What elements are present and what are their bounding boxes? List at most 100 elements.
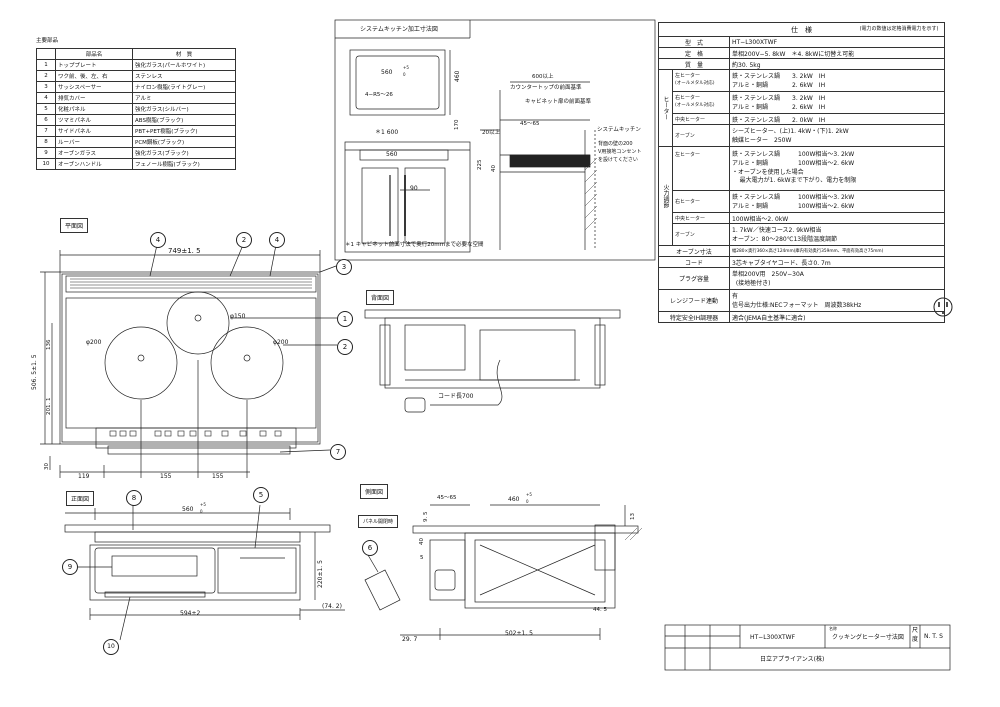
spec-center-heater: 鉄・ステンレス鍋 2. 0kW IH [729,113,945,125]
spec-fire-oven-label: オーブン [672,223,730,246]
cutout-d20: 20以上 [482,130,500,136]
side-d297: 29. 7 [402,636,418,643]
side-d460: 460 [508,496,520,503]
side-tol-plus: +5 [526,492,532,497]
callout-7: 7 [330,444,346,460]
cutout-cabinet-front: キャビネット扉の前面基準 [525,99,592,105]
front-offset: (74. 2) [322,603,342,610]
spec-safety-label: 特定安全IH調理器 [658,311,730,323]
plan-center-diameter: φ150 [230,313,246,320]
callout-2a: 2 [236,232,252,248]
callout-3: 3 [336,259,352,275]
cutout-d560b: 560 [386,151,398,158]
plan-v30: 30 [44,463,50,470]
cutout-title: システムキッチン加工寸法図 [360,26,438,33]
spec-rating-label: 定 格 [658,47,730,59]
spec-right-heater-label: 右ヒーター(オールメタル対応) [672,91,730,114]
back-cord-length: コード長700 [438,393,474,400]
title-name: クッキングヒーター寸法図 [832,634,904,641]
front-top-plate [64,524,331,533]
spec-fire-center: 100W相当〜2. 0kW [729,212,945,224]
side-d5: 5 [420,555,424,561]
plan-width: 749±1. 5 [168,247,201,255]
back-title: 背面図 [366,290,395,305]
spec-fire-left-label: 左ヒーター [672,146,730,191]
cabinet-front [344,141,471,253]
front-d560: 560 [182,506,194,513]
spec-safety: 適合(JEMA自主基準に適合) [729,311,945,323]
cutout-d170: 170 [454,119,460,131]
side-d445: 44. 5 [593,607,607,613]
callout-4a: 4 [150,232,166,248]
front-title: 正面図 [66,491,95,506]
cutout-d600: 600以上 [532,74,554,80]
front-height: 220±1. 5 [317,560,324,588]
front-tol-zero: 0 [200,509,203,514]
cutout-radius: 4−R5〜26 [365,92,393,98]
spec-left-heater-label: 左ヒーター(オールメタル対応) [672,69,730,92]
spec-heater-group: ヒーター [658,69,673,147]
callout-5: 5 [253,487,269,503]
spec-plug: 単相200V用 250V−30A (接地極付き) [729,267,945,290]
plan-v136: 136 [46,339,52,351]
front-tol-plus: +5 [200,502,206,507]
spec-cord-label: コード [658,256,730,268]
plan-right-diameter: φ200 [273,339,289,346]
power-cord [430,359,503,406]
cutout-outlet-3: を設けてください [598,157,638,163]
side-top-plate [412,525,639,534]
plan-depth: 506. 5±1. 5 [31,354,38,390]
cutout-d90: 90 [410,185,418,192]
spec-plug-label: プラグ容量 [658,267,730,290]
cutout-outlet-2: V用接地コンセント [598,149,642,155]
side-panel-open: パネル開閉時 [358,515,399,528]
left-burner-circle [104,326,178,400]
spec-fire-oven: 1. 7kW／快速コース2. 9kW相当オーブン：80〜280℃13段階温度調節 [729,223,945,246]
parts-cell-name: オーブンハンドル [55,158,133,170]
spec-center-heater-label: 中央ヒーター [672,113,730,125]
spec-model-label: 型 式 [658,36,730,48]
cutout-counter-front: カウンタートップの前面基準 [510,85,582,91]
spec-cord: 3芯キャブタイヤコード、長さ0. 7m [729,256,945,268]
title-model: HT−L300XTWF [750,634,796,641]
parts-section-title: 主要部品 [36,38,59,44]
spec-fire-center-label: 中央ヒーター [672,212,730,224]
callout-9: 9 [62,559,78,575]
cutout-d460: 460 [454,70,461,82]
back-top-plate [364,309,621,319]
cutout-note: ＊1 キャビネット前面寸法で奥行20mmまで必要な空間 [345,242,484,248]
callout-4b: 4 [269,232,285,248]
plan-left-diameter: φ200 [86,339,102,346]
cutout-outlet-1: 背面の壁の200 [598,141,633,147]
callout-2b: 2 [337,339,353,355]
spec-oven-label: オーブン [672,124,730,147]
spec-mass: 約30. 5kg [729,58,945,70]
spec-oven-dim: 幅280×奥行360×高さ124mm(庫内有効奥行359mm、平面有効高さ75m… [729,245,945,257]
cutout-d45-65: 45〜65 [520,121,540,127]
spec-fire-right-label: 右ヒーター [672,190,730,213]
title-scale-label2: 度 [912,636,919,643]
cutout-d40: 40 [491,165,497,172]
title-scale-label1: 尺 [912,627,919,634]
plan-h155a: 155 [160,473,172,480]
cutout-frame [334,19,656,261]
parts-header-row: 部品名 材 質 [36,48,236,60]
plan-top-plate [59,271,321,445]
spec-mass-label: 質 量 [658,58,730,70]
panel-open-detail [364,569,401,611]
cutout-d1600: ＊1 600 [375,129,399,136]
cutout-tol-zero: 0 [403,72,406,77]
side-d13: 13 [630,513,636,520]
title-scale: N. T. S [924,633,943,640]
